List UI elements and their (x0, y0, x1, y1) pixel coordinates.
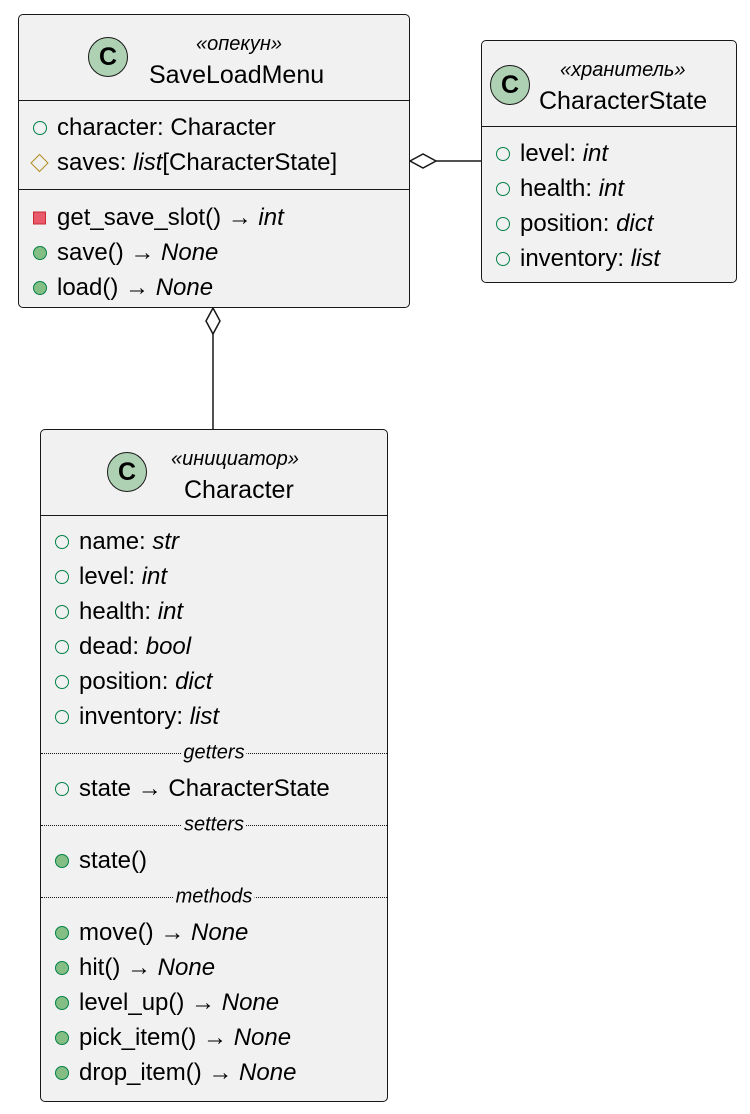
field-health[interactable]: health: int (55, 594, 387, 629)
methods-divider: methods (41, 878, 387, 915)
stereotype-label: «опекун» (196, 33, 282, 55)
class-saveloadmenu[interactable]: C «опекун» SaveLoadMenu character: Chara… (18, 14, 410, 308)
getters-section: state → CharacterState (41, 771, 387, 806)
methods-section: get_save_slot() → int save() → None load… (19, 189, 409, 305)
class-c-icon: C (490, 65, 530, 105)
class-header: C «хранитель» CharacterState (482, 41, 736, 127)
public-method-icon (55, 925, 69, 940)
field-position[interactable]: position: dict (496, 206, 736, 241)
class-name: SaveLoadMenu (149, 61, 325, 89)
setters-section: state() (41, 843, 387, 878)
method-load[interactable]: load() → None (33, 270, 409, 305)
field-inventory[interactable]: inventory: list (55, 699, 387, 734)
public-field-icon (55, 781, 69, 796)
method-save[interactable]: save() → None (33, 235, 409, 270)
public-method-icon (55, 995, 69, 1010)
method-level-up[interactable]: level_up() → None (55, 985, 387, 1020)
public-field-icon (55, 639, 69, 654)
methods-label: methods (173, 885, 255, 908)
method-move[interactable]: move() → None (55, 915, 387, 950)
public-field-icon (496, 146, 510, 161)
aggregation-diamond-characterstate (408, 153, 438, 169)
method-drop-item[interactable]: drop_item() → None (55, 1055, 387, 1090)
public-method-icon (55, 853, 69, 868)
class-c-icon: C (88, 37, 128, 77)
public-method-icon (55, 1065, 69, 1080)
getter-state[interactable]: state → CharacterState (55, 771, 387, 806)
field-level[interactable]: level: int (496, 136, 736, 171)
aggregation-diamond-character (205, 306, 221, 336)
getters-divider: getters (41, 734, 387, 771)
methods-section: move() → None hit() → None level_up() → … (41, 915, 387, 1090)
public-field-icon (33, 120, 47, 135)
fields-section: character: Character saves: list[Charact… (19, 101, 409, 189)
private-method-icon (33, 211, 46, 224)
method-pick-item[interactable]: pick_item() → None (55, 1020, 387, 1055)
method-get-save-slot[interactable]: get_save_slot() → int (33, 200, 409, 235)
field-health[interactable]: health: int (496, 171, 736, 206)
public-field-icon (496, 181, 510, 196)
public-field-icon (55, 709, 69, 724)
public-method-icon (33, 280, 47, 295)
public-field-icon (55, 674, 69, 689)
public-field-icon (496, 216, 510, 231)
stereotype-label: «хранитель» (560, 59, 686, 81)
protected-field-icon (30, 153, 49, 172)
public-method-icon (55, 1030, 69, 1045)
class-character[interactable]: C «инициатор» Character name: str level:… (40, 429, 388, 1102)
fields-section: level: int health: int position: dict in… (482, 127, 736, 276)
field-name[interactable]: name: str (55, 524, 387, 559)
public-field-icon (496, 251, 510, 266)
class-characterstate[interactable]: C «хранитель» CharacterState level: int … (481, 40, 737, 283)
setters-divider: setters (41, 806, 387, 843)
field-dead[interactable]: dead: bool (55, 629, 387, 664)
class-header: C «опекун» SaveLoadMenu (19, 15, 409, 101)
field-character[interactable]: character: Character (33, 110, 409, 145)
setter-state[interactable]: state() (55, 843, 387, 878)
stereotype-label: «инициатор» (171, 448, 299, 470)
class-name: CharacterState (539, 87, 708, 115)
setters-label: setters (181, 813, 247, 836)
field-saves[interactable]: saves: list[CharacterState] (30, 145, 409, 180)
field-inventory[interactable]: inventory: list (496, 241, 736, 276)
field-level[interactable]: level: int (55, 559, 387, 594)
public-method-icon (33, 245, 47, 260)
getters-label: getters (181, 741, 247, 764)
public-field-icon (55, 604, 69, 619)
public-method-icon (55, 960, 69, 975)
public-field-icon (55, 534, 69, 549)
method-hit[interactable]: hit() → None (55, 950, 387, 985)
public-field-icon (55, 569, 69, 584)
class-header: C «инициатор» Character (41, 430, 387, 516)
class-c-icon: C (107, 452, 147, 492)
class-name: Character (184, 476, 294, 504)
fields-section: name: str level: int health: int dead: b… (41, 516, 387, 734)
field-position[interactable]: position: dict (55, 664, 387, 699)
